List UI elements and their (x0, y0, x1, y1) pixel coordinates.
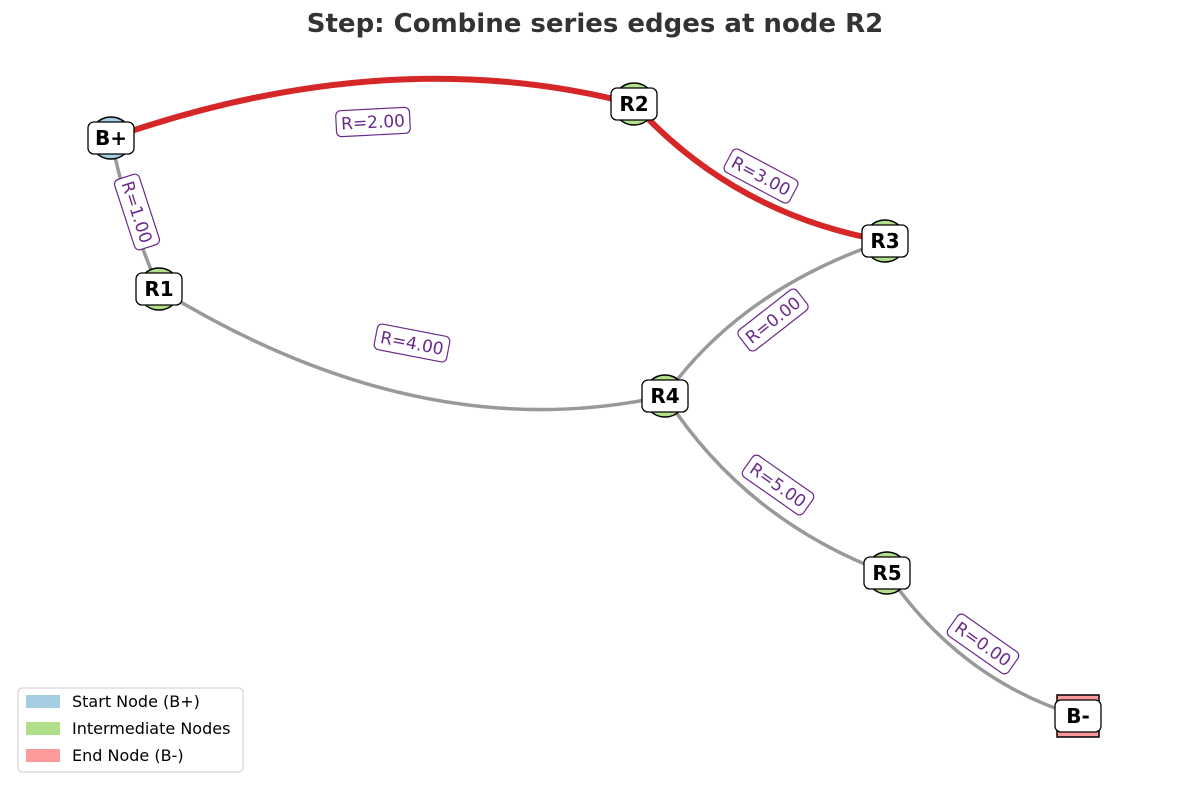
edge-label-box (723, 148, 799, 204)
node-label-box (610, 87, 658, 121)
node-B+: B+ (87, 116, 135, 160)
node-label: R3 (870, 229, 899, 253)
node-label-box (135, 272, 183, 306)
node-R5: R5 (863, 551, 911, 595)
edge-B+-R2 (108, 75, 637, 141)
edge-label-R4-R3: R=0.00 (737, 288, 809, 352)
edge-label-R4-R5: R=5.00 (741, 454, 815, 516)
edge-R1-R4 (157, 287, 667, 412)
node-R1: R1 (135, 267, 183, 311)
legend-swatch (26, 695, 60, 708)
edge-R4-R5 (663, 394, 889, 575)
legend-entry-intermediate: Intermediate Nodes (26, 719, 230, 738)
edge-label-text: R=2.00 (341, 111, 406, 134)
edge-label-R2-R3: R=3.00 (723, 148, 799, 204)
edge-label-box (741, 454, 815, 516)
legend-label: End Node (B-) (72, 746, 184, 765)
node-label: R1 (144, 277, 173, 301)
legend-swatch (26, 722, 60, 735)
legend-swatch (26, 749, 60, 762)
legend-frame (17, 687, 244, 773)
edge-R4-R3 (663, 239, 887, 398)
legend-label: Start Node (B+) (72, 692, 200, 711)
node-label-box (863, 556, 911, 590)
edge-label-box (946, 613, 1020, 675)
edge-label-B+-R2: R=2.00 (335, 106, 411, 138)
legend-label: Intermediate Nodes (72, 719, 230, 738)
node-label: B+ (95, 126, 127, 150)
node-B-: B- (1054, 694, 1102, 738)
node-R2: R2 (610, 82, 658, 126)
node-label: R4 (650, 384, 679, 408)
node-label: R2 (619, 92, 648, 116)
node-label: B- (1066, 704, 1090, 728)
edge-label-R5-B-: R=0.00 (946, 613, 1020, 675)
node-label-box (87, 121, 135, 155)
legend-entry-start: Start Node (B+) (26, 692, 200, 711)
edge-R2-R3 (631, 101, 888, 244)
edge-label-box (737, 288, 809, 352)
edge-label-B+-R1: R=1.00 (113, 173, 161, 251)
edge-R5-B- (885, 571, 1080, 718)
legend-entry-end: End Node (B-) (26, 746, 184, 765)
node-label-box (641, 379, 689, 413)
edge-label-R1-R4: R=4.00 (373, 323, 451, 363)
node-R4: R4 (641, 374, 689, 418)
node-label: R5 (872, 561, 901, 585)
node-R3: R3 (861, 219, 909, 263)
node-label-box (861, 224, 909, 258)
edge-label-box (335, 106, 411, 138)
diagram-title: Step: Combine series edges at node R2 (307, 9, 883, 39)
node-label-box (1054, 699, 1102, 733)
edge-label-box (373, 323, 451, 363)
edge-label-box (113, 173, 161, 251)
